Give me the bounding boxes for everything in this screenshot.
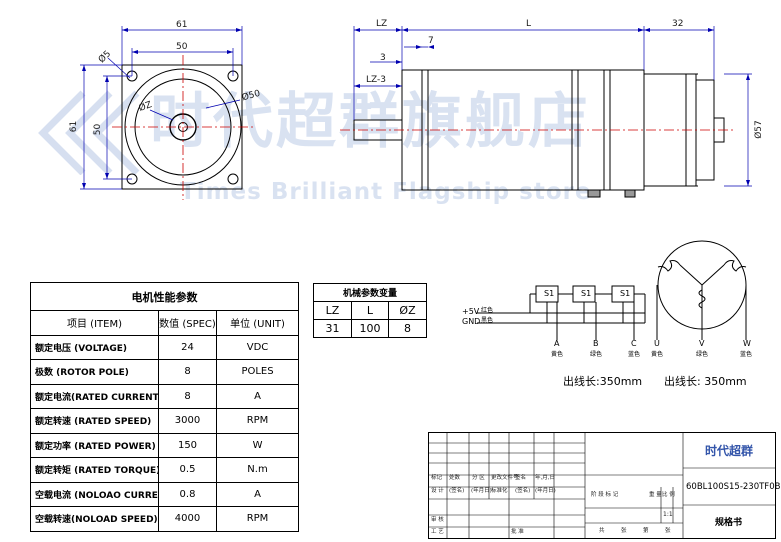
tb-standard-date: (年月日) bbox=[535, 488, 556, 494]
table-row: 31 100 8 bbox=[313, 319, 428, 338]
spec-value: 24 bbox=[158, 334, 217, 360]
spec-value: 0.5 bbox=[158, 457, 217, 483]
mech-value: 100 bbox=[351, 319, 389, 338]
phase-w-color: 蓝色 bbox=[740, 351, 753, 358]
phase-w-label: W bbox=[743, 339, 751, 348]
dim-front-bolt-width: 50 bbox=[176, 42, 188, 52]
table-row: 空载电流 (NOLOAO CURRENT)0.8A bbox=[30, 481, 300, 507]
hall-lead-length: 出线长:350mm bbox=[563, 375, 643, 388]
company-name: 时代超群 bbox=[705, 444, 754, 458]
tb-process: 工 艺 bbox=[431, 529, 444, 535]
spec-item: 额定转矩 (RATED TORQUE) bbox=[30, 457, 159, 483]
watermark-en: Times Brilliant Flagship store bbox=[180, 179, 592, 205]
tb-total: 共 bbox=[599, 528, 605, 534]
watermark-cn: 时代超群旗舰店 bbox=[150, 87, 591, 157]
spec-value: 4000 bbox=[158, 506, 217, 532]
hall-a-label: A bbox=[554, 339, 560, 348]
tb-sheet: 张 bbox=[665, 528, 671, 534]
dim-front-width: 61 bbox=[176, 20, 188, 30]
spec-unit: W bbox=[215, 432, 300, 458]
document-type: 规格书 bbox=[715, 518, 743, 528]
col-header: 数值 (SPEC) bbox=[158, 310, 217, 336]
phase-u-label: U bbox=[654, 339, 660, 348]
spec-value: 0.8 bbox=[158, 481, 217, 507]
tb-weight: 重 量 bbox=[649, 492, 662, 498]
tb-zone: 分 区 bbox=[472, 475, 485, 481]
power-gnd-color: 黑色 bbox=[481, 317, 494, 324]
tb-design: 设 计 bbox=[431, 488, 444, 494]
mechanical-params-table: 机械参数变量 LZ L ØZ 31 100 8 bbox=[312, 283, 428, 338]
phase-u-color: 黄色 bbox=[651, 351, 664, 358]
title-block: 标记 处数 分 区 更改文件号 签名 年,月,日 设 计 (签名) (年月日) … bbox=[428, 432, 780, 539]
spec-item: 额定功率 (RATED POWER) bbox=[30, 432, 159, 458]
tb-mark: 标记 bbox=[431, 475, 443, 481]
hall-a-color: 黄色 bbox=[551, 351, 564, 358]
dim-l: L bbox=[526, 19, 532, 29]
hall-c-color: 蓝色 bbox=[628, 351, 641, 358]
tb-standard-sign: (签名) bbox=[515, 488, 531, 494]
dim-seven: 7 bbox=[428, 36, 434, 46]
phase-v-label: V bbox=[699, 339, 705, 348]
sensor-3-label: S1 bbox=[620, 289, 631, 298]
tb-design-sign: (签名) bbox=[449, 488, 465, 494]
shop-logo-icon bbox=[38, 90, 140, 175]
tb-stage: 阶 段 标 记 bbox=[591, 492, 619, 498]
mech-value: 8 bbox=[387, 319, 428, 338]
tb-standard: 标准化 bbox=[491, 488, 508, 494]
motor-spec-table: 电机性能参数 项目 (ITEM) 数值 (SPEC) 单位 (UNIT) 额定电… bbox=[29, 282, 300, 532]
power-pos-label: +5V bbox=[462, 307, 480, 316]
sensor-1-label: S1 bbox=[544, 289, 555, 298]
spec-table-title: 电机性能参数 bbox=[29, 282, 300, 311]
tb-date: 年,月,日 bbox=[535, 475, 555, 481]
phase-lead-length: 出线长: 350mm bbox=[664, 375, 747, 388]
hall-c-label: C bbox=[631, 339, 637, 348]
power-pos-color: 红色 bbox=[481, 307, 494, 314]
sensor-2-label: S1 bbox=[581, 289, 592, 298]
dim-lz-minus-3: LZ-3 bbox=[366, 75, 386, 85]
spec-unit: A bbox=[215, 481, 300, 507]
spec-unit: RPM bbox=[215, 506, 300, 532]
tb-scale: 比 例 bbox=[662, 492, 675, 498]
title-block-grid bbox=[429, 433, 775, 538]
spec-value: 150 bbox=[158, 432, 217, 458]
tb-ratio: 1:1 bbox=[663, 511, 673, 518]
side-view-drawing bbox=[340, 26, 752, 198]
tb-no: 第 bbox=[643, 528, 649, 534]
tb-review: 审 核 bbox=[431, 517, 444, 523]
dim-three: 3 bbox=[380, 53, 386, 63]
tb-sign: 签名 bbox=[515, 475, 527, 481]
power-gnd-label: GND bbox=[462, 317, 481, 326]
tb-change-doc: 更改文件号 bbox=[491, 475, 519, 481]
spec-item: 空载转速(NOLOAD SPEED) bbox=[30, 506, 159, 532]
dim-lz: LZ bbox=[376, 19, 388, 29]
phase-v-color: 绿色 bbox=[696, 351, 709, 358]
hall-b-color: 绿色 bbox=[590, 351, 603, 358]
spec-item: 额定电压 (VOLTAGE) bbox=[30, 334, 159, 360]
tb-sheets: 张 bbox=[621, 528, 627, 534]
spec-item: 极数 (ROTOR POLE) bbox=[30, 359, 159, 385]
spec-table-header: 项目 (ITEM) 数值 (SPEC) 单位 (UNIT) bbox=[30, 310, 300, 336]
spec-item: 额定转速 (RATED SPEED) bbox=[30, 408, 159, 434]
spec-unit: POLES bbox=[215, 359, 300, 385]
tb-design-date: (年月日) bbox=[471, 488, 492, 494]
model-number: 60BL100S15-230TF0B bbox=[686, 482, 781, 492]
tb-approve: 批 准 bbox=[511, 529, 524, 535]
hall-b-label: B bbox=[593, 339, 599, 348]
tb-count: 处数 bbox=[449, 475, 461, 481]
dim-rear: 32 bbox=[672, 19, 684, 29]
spec-item: 空载电流 (NOLOAO CURRENT) bbox=[30, 481, 159, 507]
spec-unit: N.m bbox=[215, 457, 300, 483]
wiring-diagram bbox=[477, 240, 747, 340]
front-view-drawing bbox=[80, 26, 254, 200]
